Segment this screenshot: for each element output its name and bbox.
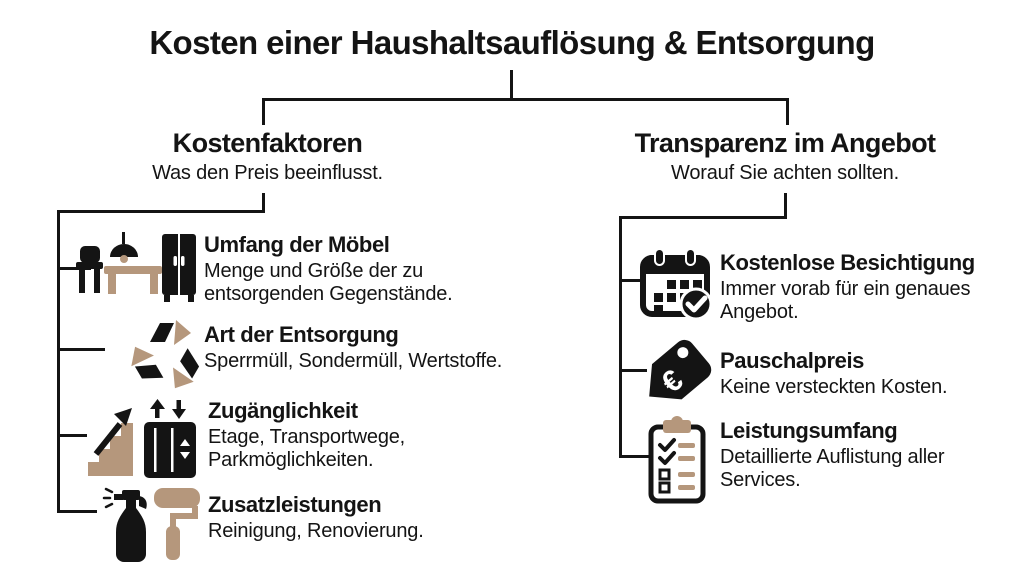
item-title: Art der Entsorgung [204, 322, 399, 347]
connector-right-stub-3 [619, 455, 657, 458]
clipboard-checklist-icon [648, 416, 706, 504]
connector-left-stub-4 [57, 510, 97, 513]
branch-kostenfaktoren: Kostenfaktoren Was den Preis beeinflusst… [95, 128, 440, 185]
branch-transparenz: Transparenz im Angebot Worauf Sie achten… [610, 128, 960, 185]
item-description: Keine versteckten Kosten. [720, 376, 948, 398]
connector-right-stub-1 [619, 279, 647, 282]
connector-left-branch-stem [262, 193, 265, 213]
price-tag-euro-icon: € [649, 339, 712, 400]
item-description: Reinigung, Renovierung. [208, 520, 424, 542]
item-description: Etage, Transportwege, Parkmöglichkeiten. [208, 426, 406, 471]
connector-left-stub-3 [57, 434, 87, 437]
item-description: Detaillierte Auflistung aller Services. [720, 446, 945, 491]
item-title: Leistungsumfang [720, 418, 898, 443]
branch-heading: Transparenz im Angebot [634, 128, 936, 158]
item-description: Sperrmüll, Sondermüll, Wertstoffe. [204, 350, 503, 372]
item-title: Zusatzleistungen [208, 492, 382, 517]
connector-left-branch-horizontal [57, 210, 265, 213]
item-title: Umfang der Möbel [204, 232, 390, 257]
connector-left-stub-2 [57, 348, 105, 351]
item-description: Immer vorab für ein genaues Angebot. [720, 278, 971, 323]
connector-right-stub-2 [619, 369, 647, 372]
branch-heading: Kostenfaktoren [172, 128, 363, 158]
page-title: Kosten einer Haushaltsauflösung & Entsor… [149, 24, 875, 61]
connector-right-branch-stem [784, 193, 787, 219]
calendar-check-icon [640, 248, 713, 321]
connector-top-horizontal [262, 98, 789, 101]
item-zusatzleistungen: Zusatzleistungen Reinigung, Renovierung. [208, 492, 518, 543]
item-umfang-der-moebel: Umfang der Möbel Menge und Größe der zu … [204, 232, 466, 306]
item-kostenlose-besichtigung: Kostenlose Besichtigung Immer vorab für … [720, 250, 992, 324]
item-title: Zugänglichkeit [208, 398, 358, 423]
recycling-icon [131, 320, 200, 389]
connector-right-branch-horizontal [619, 216, 787, 219]
connector-left-spine [57, 210, 60, 513]
item-art-der-entsorgung: Art der Entsorgung Sperrmüll, Sondermüll… [204, 322, 549, 373]
item-description: Menge und Größe der zu entsorgenden Gege… [204, 260, 453, 305]
item-zugaenglichkeit: Zugänglichkeit Etage, Transportwege, Par… [208, 398, 448, 472]
stairs-elevator-icon [88, 399, 196, 478]
connector-right-spine [619, 216, 622, 458]
connector-left-drop [262, 98, 265, 125]
connector-right-drop [786, 98, 789, 125]
item-leistungsumfang: Leistungsumfang Detaillierte Auflistung … [720, 418, 980, 492]
branch-subheading: Worauf Sie achten sollten. [671, 162, 899, 184]
connector-left-stub-1 [57, 267, 91, 270]
furniture-icon [76, 232, 196, 302]
connector-title-stem [510, 70, 513, 100]
item-title: Pauschalpreis [720, 348, 864, 373]
branch-subheading: Was den Preis beeinflusst. [152, 162, 383, 184]
item-title: Kostenlose Besichtigung [720, 250, 975, 275]
spray-roller-icon [102, 487, 200, 562]
item-pauschalpreis: Pauschalpreis Keine versteckten Kosten. [720, 348, 1020, 399]
